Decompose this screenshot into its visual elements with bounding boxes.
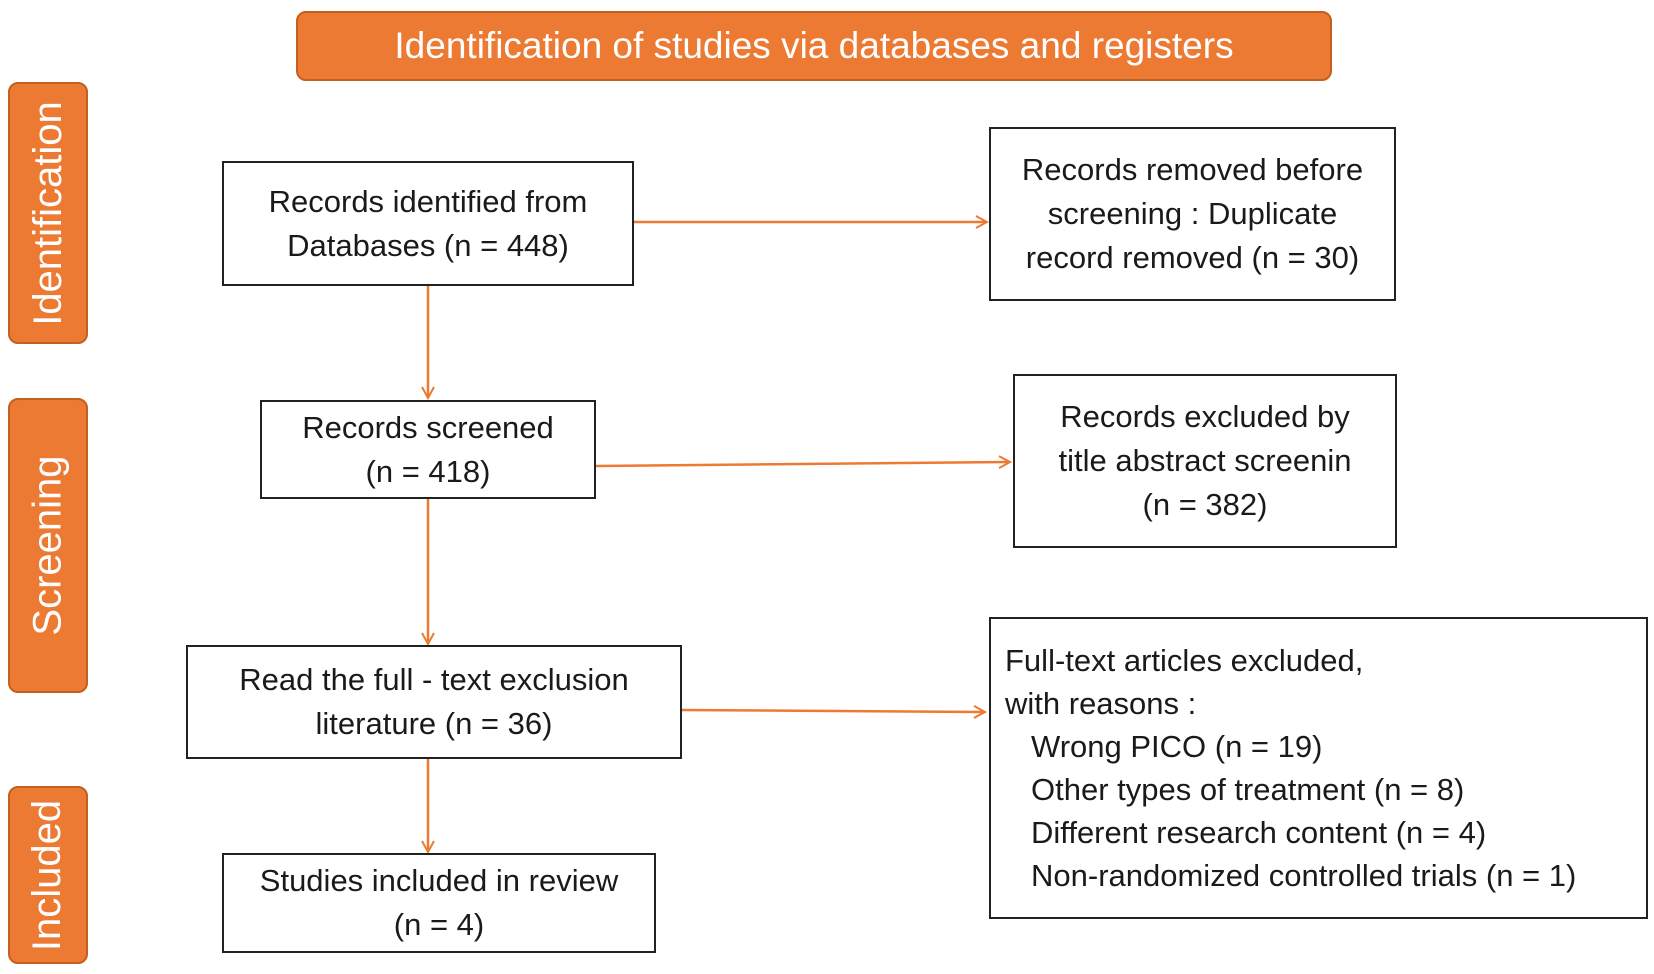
box-records-removed-line-2: screening : Duplicate: [1047, 196, 1338, 231]
exclusion-reason-wrong-pico: Wrong PICO (n = 19): [1031, 729, 1323, 764]
exclusion-reason-different-content: Different research content (n = 4): [1031, 815, 1487, 850]
box-records-excluded-line-2: title abstract screenin: [1058, 443, 1352, 478]
box-full-text-excluded-line-1: Full-text articles excluded,: [1005, 643, 1364, 678]
box-studies-included: Studies included in review (n = 4): [222, 853, 656, 953]
box-records-excluded-line-1: Records excluded by: [1060, 399, 1350, 434]
box-full-text-read-line-2: literature (n = 36): [315, 706, 553, 741]
box-full-text-read-line-1: Read the full - text exclusion: [239, 662, 629, 697]
box-records-removed-line-3: record removed (n = 30): [1025, 240, 1360, 275]
diagram-title: Identification of studies via databases …: [296, 11, 1332, 81]
stage-screening: Screening: [8, 398, 88, 693]
box-records-identified-line-2: Databases (n = 448): [287, 227, 569, 263]
box-records-screened-line-1: Records screened: [302, 409, 554, 445]
stage-included: Included: [8, 786, 88, 964]
box-records-identified: Records identified from Databases (n = 4…: [222, 161, 634, 286]
box-full-text-excluded: Full-text articles excluded, with reason…: [989, 617, 1648, 919]
stage-identification: Identification: [8, 82, 88, 344]
exclusion-reason-non-randomized: Non-randomized controlled trials (n = 1): [1031, 858, 1577, 893]
box-full-text-excluded-line-2: with reasons :: [1005, 686, 1197, 721]
box-records-removed: Records removed before screening : Dupli…: [989, 127, 1396, 301]
box-studies-included-line-1: Studies included in review: [259, 863, 619, 898]
box-full-text-read: Read the full - text exclusion literatur…: [186, 645, 682, 759]
box-records-removed-line-1: Records removed before: [1021, 152, 1364, 187]
exclusion-reason-other-treatment: Other types of treatment (n = 8): [1031, 772, 1465, 807]
box-records-screened-line-2: (n = 418): [365, 453, 491, 489]
box-records-screened: Records screened (n = 418): [260, 400, 596, 499]
box-records-excluded-line-3: (n = 382): [1142, 487, 1268, 522]
box-records-excluded: Records excluded by title abstract scree…: [1013, 374, 1397, 548]
arrow-screened-to-excluded: [594, 462, 1009, 466]
box-studies-included-line-2: (n = 4): [393, 907, 485, 942]
box-records-identified-line-1: Records identified from: [268, 183, 588, 219]
arrow-fulltext-to-reasons: [679, 710, 984, 712]
diagram-title-text: Identification of studies via databases …: [394, 25, 1234, 66]
